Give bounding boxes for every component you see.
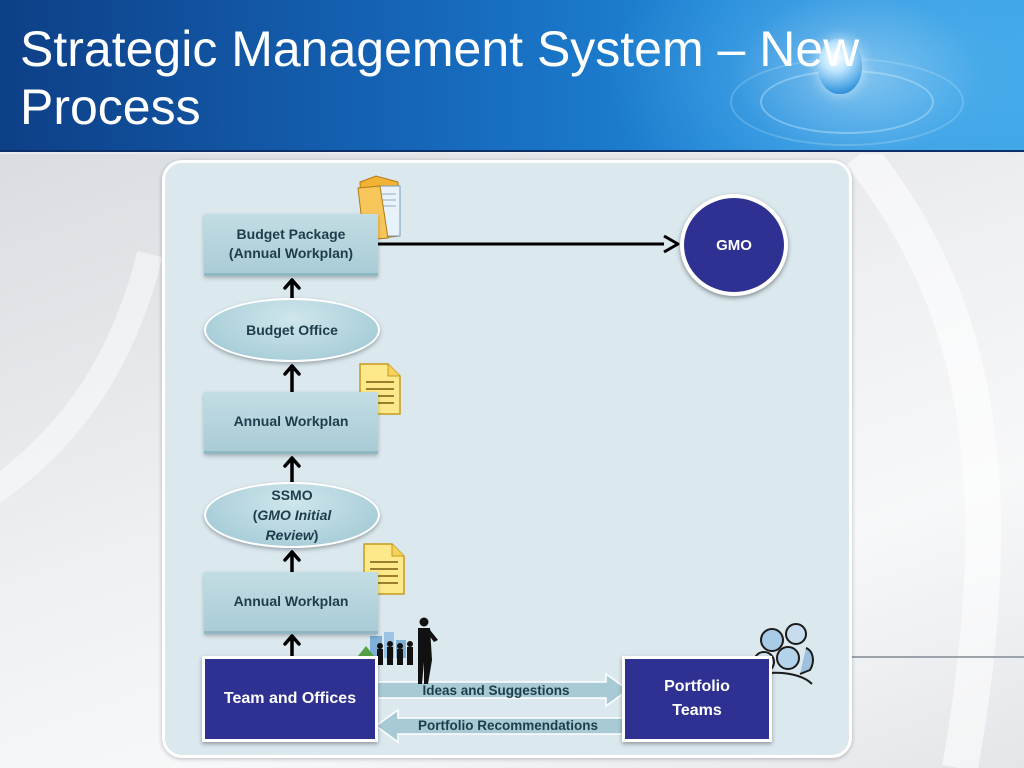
water-drop-icon — [818, 38, 862, 94]
gmo-node: GMO — [680, 194, 788, 296]
gmo-label: GMO — [716, 236, 752, 254]
annual-workplan-label: Annual Workplan — [233, 413, 349, 429]
ssmo-node: SSMO (GMO Initial Review) — [204, 482, 380, 548]
up-arrow — [283, 634, 301, 660]
ideas-suggestions-label: Ideas and Suggestions — [422, 683, 570, 698]
team-offices-box: Team and Offices — [202, 656, 378, 742]
portfolio-teams-sublabel: Teams — [672, 702, 722, 719]
ssmo-sublabel-2: Review) — [265, 527, 319, 543]
annual-workplan-label: Annual Workplan — [233, 593, 349, 609]
slide-title: Strategic Management System – New Proces… — [20, 21, 860, 135]
background-divider-line — [780, 656, 1024, 658]
ideas-suggestions-arrow — [375, 672, 630, 708]
annual-workplan-box-bottom: Annual Workplan — [204, 572, 378, 634]
portfolio-teams-label: Portfolio — [664, 678, 730, 695]
budget-office-label: Budget Office — [246, 322, 338, 338]
budget-office-node: Budget Office — [204, 298, 380, 362]
business-people-icon — [358, 617, 438, 684]
up-arrow — [283, 364, 301, 394]
annual-workplan-box-top: Annual Workplan — [204, 392, 378, 454]
budget-package-box: Budget Package (Annual Workplan) — [204, 214, 378, 276]
up-arrow — [283, 550, 301, 574]
arrow-to-gmo — [378, 234, 680, 254]
recommendations-arrow — [374, 708, 629, 744]
budget-package-label: Budget Package — [236, 225, 346, 242]
team-offices-label: Team and Offices — [223, 690, 357, 707]
recommendations-label: Portfolio Recommendations — [417, 718, 598, 733]
ssmo-label: SSMO — [271, 487, 313, 503]
slide-header: Strategic Management System – New Proces… — [0, 0, 1024, 152]
header-stripe — [0, 150, 1024, 152]
ssmo-sublabel: (GMO Initial — [252, 507, 332, 523]
up-arrow — [283, 278, 301, 300]
background-swooshes — [0, 154, 1002, 768]
budget-package-sublabel: (Annual Workplan) — [228, 244, 354, 261]
up-arrow — [283, 456, 301, 484]
portfolio-teams-box: Portfolio Teams — [622, 656, 772, 742]
